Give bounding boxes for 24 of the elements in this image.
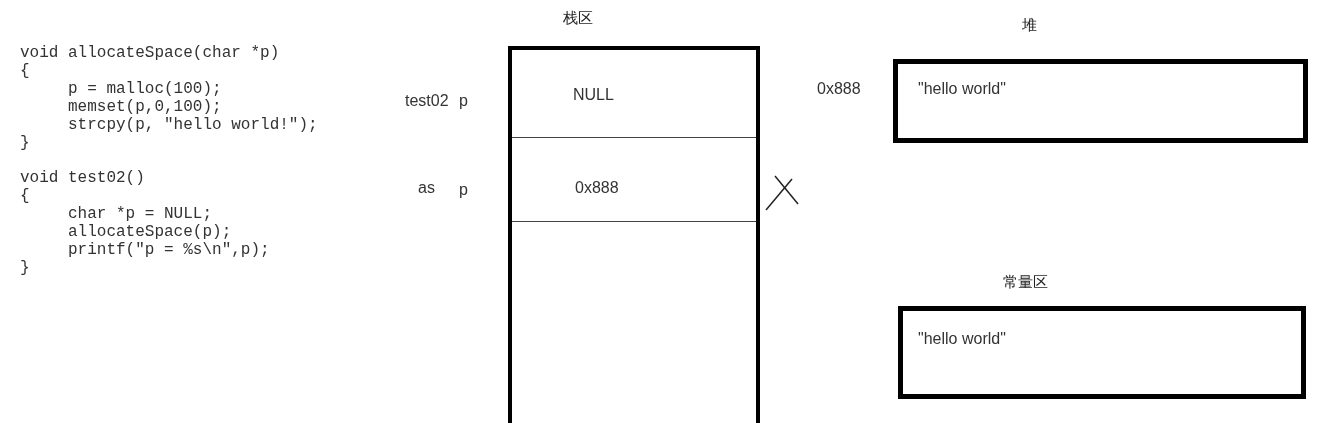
code-line: p = malloc(100);: [68, 80, 222, 98]
function-name: as: [418, 178, 435, 198]
region-heading: 栈区: [563, 8, 593, 28]
code-line: memset(p,0,100);: [68, 98, 222, 116]
code-line: {: [20, 187, 30, 205]
function-name: test02: [405, 91, 449, 111]
code-line: strcpy(p, "hello world!");: [68, 116, 318, 134]
code-line: void test02(): [20, 169, 145, 187]
code-line: }: [20, 134, 30, 152]
region-heading: 堆: [1022, 15, 1037, 35]
string-value: "hello world": [918, 79, 1006, 99]
string-value: "hello world": [918, 329, 1006, 349]
code-line: allocateSpace(p);: [68, 223, 232, 241]
variable-name: p: [459, 180, 468, 200]
value-text: NULL: [573, 85, 614, 105]
code-line: {: [20, 62, 30, 80]
address-label: 0x888: [817, 79, 861, 99]
region-heading: 常量区: [1003, 272, 1048, 292]
value-text: 0x888: [575, 178, 619, 198]
variable-name: p: [459, 91, 468, 111]
code-line: printf("p = %s\n",p);: [68, 241, 270, 259]
code-line: }: [20, 259, 30, 277]
code-line: void allocateSpace(char *p): [20, 44, 280, 62]
code-line: char *p = NULL;: [68, 205, 213, 223]
